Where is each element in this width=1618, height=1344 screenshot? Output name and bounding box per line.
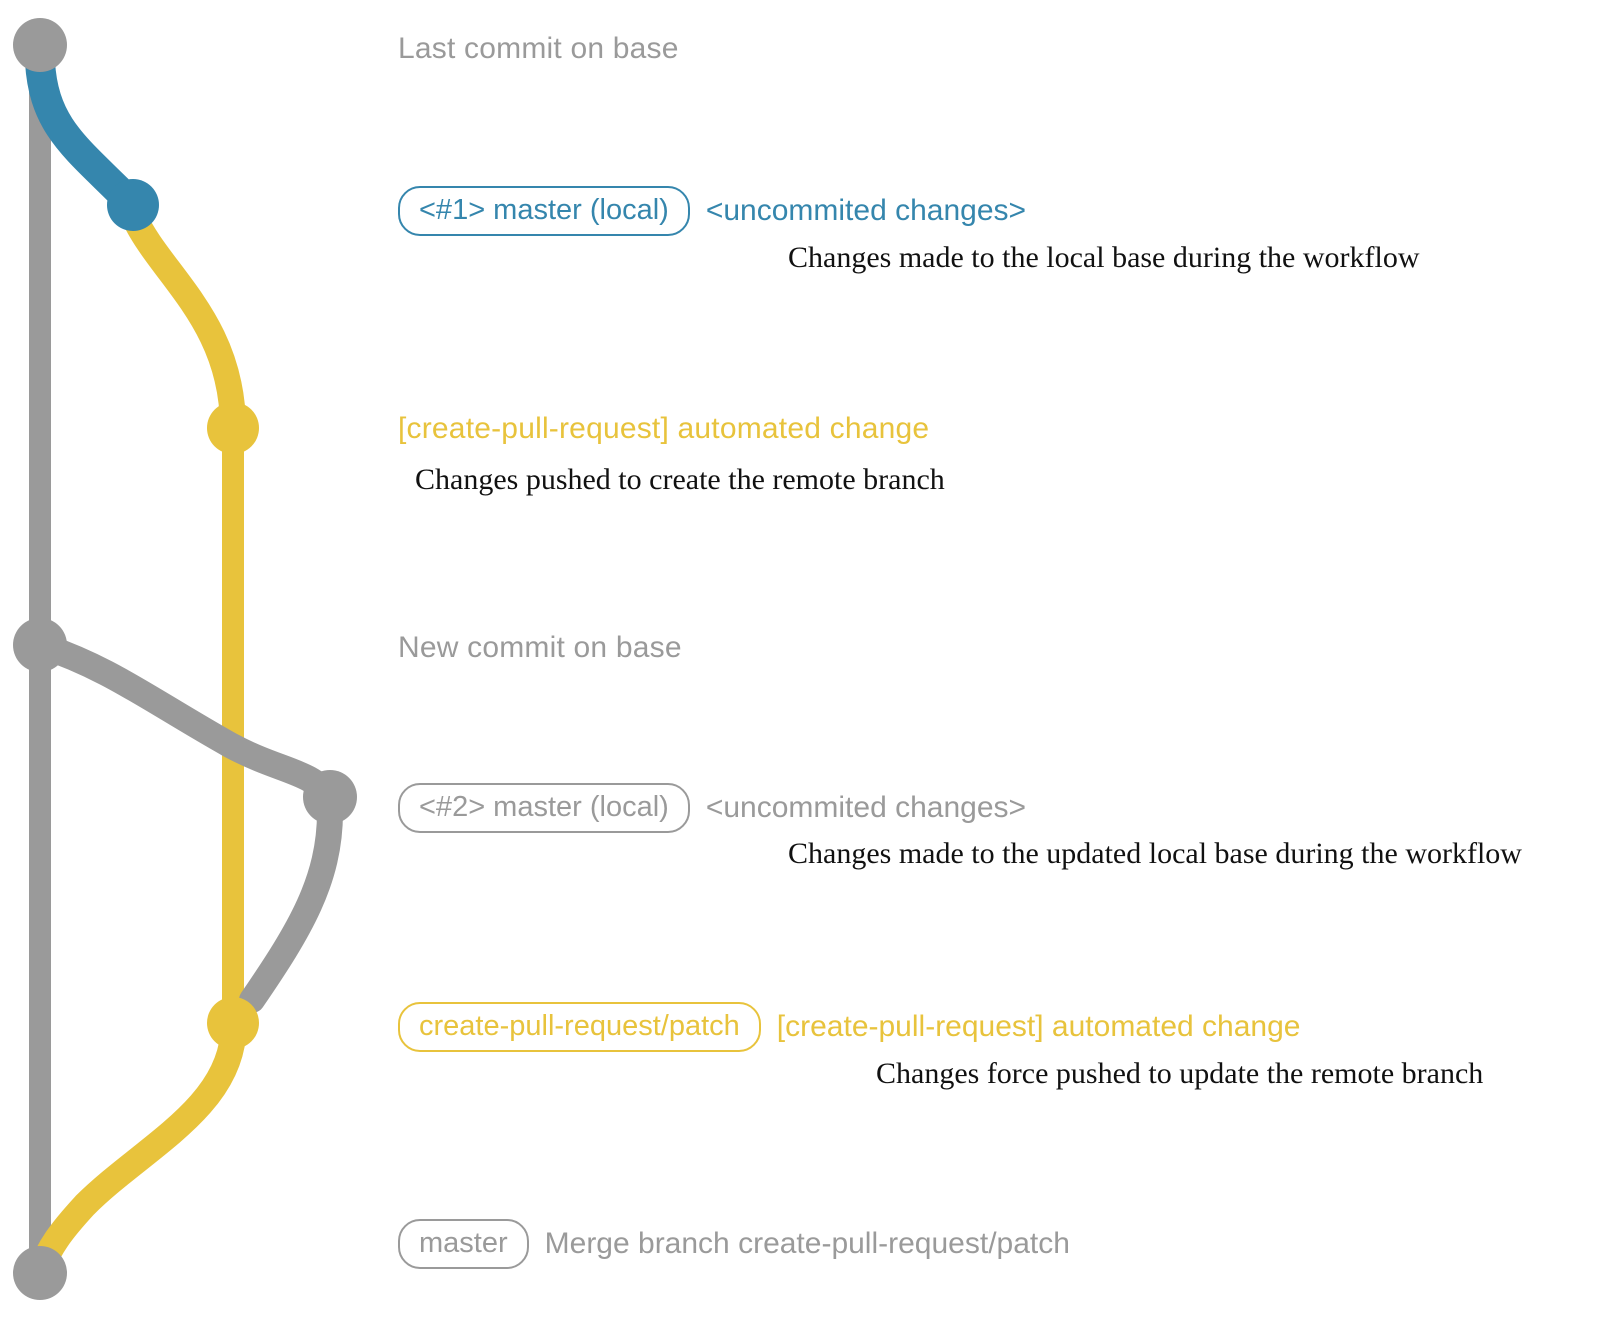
commit-nodes	[13, 18, 357, 1300]
label-automated-change-1: [create-pull-request] automated change	[398, 412, 930, 445]
badge-master[interactable]: master	[398, 1219, 529, 1270]
desc-master-local-2: Changes made to the updated local base d…	[788, 837, 1522, 870]
edge-local2-to-patch2	[239, 799, 343, 1013]
label-automated-change-2: [create-pull-request] automated change	[776, 1010, 1301, 1044]
commit-node-local-2[interactable]	[303, 770, 357, 824]
commit-graph	[13, 18, 357, 1300]
row-master-merge: master Merge branch create-pull-request/…	[398, 1219, 1070, 1270]
commit-node-last-base[interactable]	[13, 18, 67, 72]
commit-node-master-merge[interactable]	[13, 1246, 67, 1300]
label-new-commit-on-base: New commit on base	[398, 631, 682, 664]
row-master-local-1: <#1> master (local) <uncommited changes>	[398, 186, 1027, 237]
row-patch-branch: create-pull-request/patch [create-pull-r…	[398, 1002, 1301, 1053]
badge-master-local-1[interactable]: <#1> master (local)	[398, 186, 690, 237]
desc-master-local-1: Changes made to the local base during th…	[788, 241, 1420, 274]
label-uncommited-changes-2: <uncommited changes>	[705, 791, 1027, 825]
label-uncommited-changes-1: <uncommited changes>	[705, 194, 1027, 228]
desc-automated-change-1: Changes pushed to create the remote bran…	[415, 463, 945, 496]
edge-patch2-to-merge	[27, 1023, 246, 1286]
badge-create-pull-request-patch[interactable]: create-pull-request/patch	[398, 1002, 761, 1053]
commit-node-local-1[interactable]	[107, 179, 159, 231]
desc-patch-branch: Changes force pushed to update the remot…	[876, 1057, 1484, 1090]
commit-node-patch-1[interactable]	[207, 402, 259, 454]
badge-master-local-2[interactable]: <#2> master (local)	[398, 783, 690, 834]
edge-local1-to-patch1	[120, 202, 246, 441]
edge-newbase-to-local2	[27, 632, 343, 810]
label-last-commit-on-base: Last commit on base	[398, 32, 679, 65]
commit-node-patch-2[interactable]	[207, 997, 259, 1049]
label-merge-branch: Merge branch create-pull-request/patch	[544, 1227, 1070, 1261]
row-master-local-2: <#2> master (local) <uncommited changes>	[398, 783, 1027, 834]
commit-node-new-base[interactable]	[13, 618, 67, 672]
